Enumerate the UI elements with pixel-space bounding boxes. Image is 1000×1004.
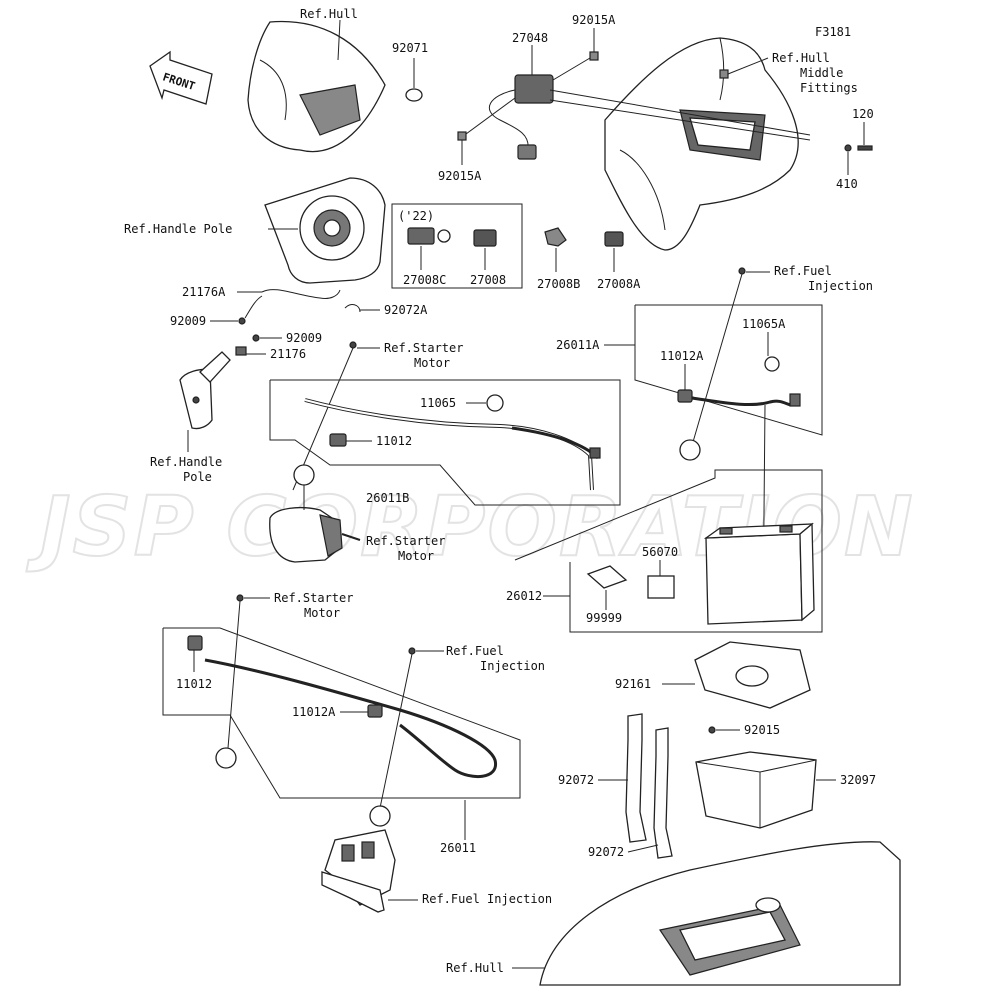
relay-27048-group: 27048 92015A 92015A	[438, 13, 616, 183]
label-21176: 21176	[270, 347, 306, 361]
label-11065: 11065	[420, 396, 456, 410]
label-27048: 27048	[512, 31, 548, 45]
label-92071: 92071	[392, 41, 428, 55]
label-21176A: 21176A	[182, 285, 226, 299]
front-arrow-icon: FRONT	[149, 50, 213, 105]
label-ref-fuel-low-2: Injection	[480, 659, 545, 673]
battery-box-32097: 92015 32097	[695, 723, 876, 829]
label-ref-starter-low-1: Ref.Starter	[274, 591, 353, 605]
label-11012A-low: 11012A	[292, 705, 336, 719]
label-ref-starter-top-2: Motor	[414, 356, 450, 370]
cap-11065	[486, 394, 504, 412]
handle-pole: Ref.Handle Pole 92009 21176	[150, 331, 322, 484]
label-ref-fuel-low-1: Ref.Fuel	[446, 644, 504, 658]
battery-mat-92161: 92161	[615, 641, 811, 709]
label-26011: 26011	[440, 841, 476, 855]
label-ref-handle-pole-top: Ref.Handle Pole	[124, 222, 232, 236]
diagram-code: F3181	[815, 25, 851, 39]
label-ref-fuel-top-2: Injection	[808, 279, 873, 293]
battery-straps: 92072 92072	[558, 713, 673, 859]
switch-27008C	[407, 227, 435, 245]
label-ref-starter-mid-1: Ref.Starter	[366, 534, 445, 548]
cable-26011B-group: Ref.Starter Motor 11065 11012 26011B	[269, 341, 621, 506]
switch-box-22: ('22) 27008C 27008 27008B 27008A	[391, 203, 641, 291]
strap-92072-a	[625, 713, 647, 843]
label-92015: 92015	[744, 723, 780, 737]
label-11012A-top: 11012A	[660, 349, 704, 363]
label-ref-handle-pole-2: Pole	[183, 470, 212, 484]
label-ref-handle-pole-1: Ref.Handle	[150, 455, 222, 469]
label-410: 410	[836, 177, 858, 191]
cap-11012A-top	[677, 389, 693, 403]
label-ref-hull-bottom: Ref.Hull	[446, 961, 504, 975]
label-92009-left: 92009	[170, 314, 206, 328]
label-plate-56070	[647, 575, 675, 599]
label-27008A: 27008A	[597, 277, 641, 291]
relay-27048	[514, 74, 554, 104]
grommet-92071	[405, 88, 423, 102]
label-11065A: 11065A	[742, 317, 786, 331]
label-92009-right: 92009	[286, 331, 322, 345]
battery	[705, 533, 803, 625]
label-ref-hull-middle-3: Fittings	[800, 81, 858, 95]
label-26011B: 26011B	[366, 491, 409, 505]
label-27008C: 27008C	[403, 273, 446, 287]
hull-bottom-section: Ref.Hull	[446, 841, 901, 986]
label-11012-low: 11012	[176, 677, 212, 691]
cap-11012A-low	[367, 704, 383, 718]
label-27008B: 27008B	[537, 277, 580, 291]
strap-92072-b	[653, 727, 673, 859]
cap-11065A	[764, 356, 780, 372]
hull-middle-fittings: Ref.Hull Middle Fittings 120 410	[549, 37, 874, 251]
label-120: 120	[852, 107, 874, 121]
label-92072A: 92072A	[384, 303, 428, 317]
cap-11012-low	[187, 635, 203, 651]
label-11012-mid: 11012	[376, 434, 412, 448]
switch-27008	[473, 229, 497, 247]
label-56070: 56070	[642, 545, 678, 559]
label-32097: 32097	[840, 773, 876, 787]
cable-26011-group: Ref.Starter Motor 11012 Ref.Fuel Injecti…	[162, 591, 545, 855]
hull-top-section: Ref.Hull 92071	[247, 7, 428, 153]
label-ref-fuel-bottom: Ref.Fuel Injection	[422, 892, 552, 906]
starter-motor: Ref.Starter Motor	[269, 464, 445, 563]
label-ref-starter-mid-2: Motor	[398, 549, 434, 563]
label-92161: 92161	[615, 677, 651, 691]
label-92072-b: 92072	[588, 845, 624, 859]
label-26011A: 26011A	[556, 338, 600, 352]
label-ref-starter-low-2: Motor	[304, 606, 340, 620]
handle-pole-plate: Ref.Handle Pole 21176A 92009 92072A	[124, 177, 428, 328]
switch-27008A	[604, 231, 624, 247]
label-27008: 27008	[470, 273, 506, 287]
label-ref-starter-top-1: Ref.Starter	[384, 341, 463, 355]
starter-relay-bracket: Ref.Fuel Injection	[321, 805, 552, 913]
label-year-22: ('22)	[398, 209, 434, 223]
label-ref-hull-middle-1: Ref.Hull	[772, 51, 830, 65]
cap-11012	[329, 433, 347, 447]
label-92015A-bottom: 92015A	[438, 169, 482, 183]
label-26012: 26012	[506, 589, 542, 603]
switch-27008B	[544, 227, 567, 247]
label-ref-fuel-top-1: Ref.Fuel	[774, 264, 832, 278]
label-92072-a: 92072	[558, 773, 594, 787]
label-ref-hull-top: Ref.Hull	[300, 7, 358, 21]
battery-26012-group: 99999 56070 26012	[506, 469, 823, 633]
tool-kit-99999	[586, 565, 628, 589]
label-ref-hull-middle-2: Middle	[800, 66, 843, 80]
label-92015A-top: 92015A	[572, 13, 616, 27]
label-99999: 99999	[586, 611, 622, 625]
